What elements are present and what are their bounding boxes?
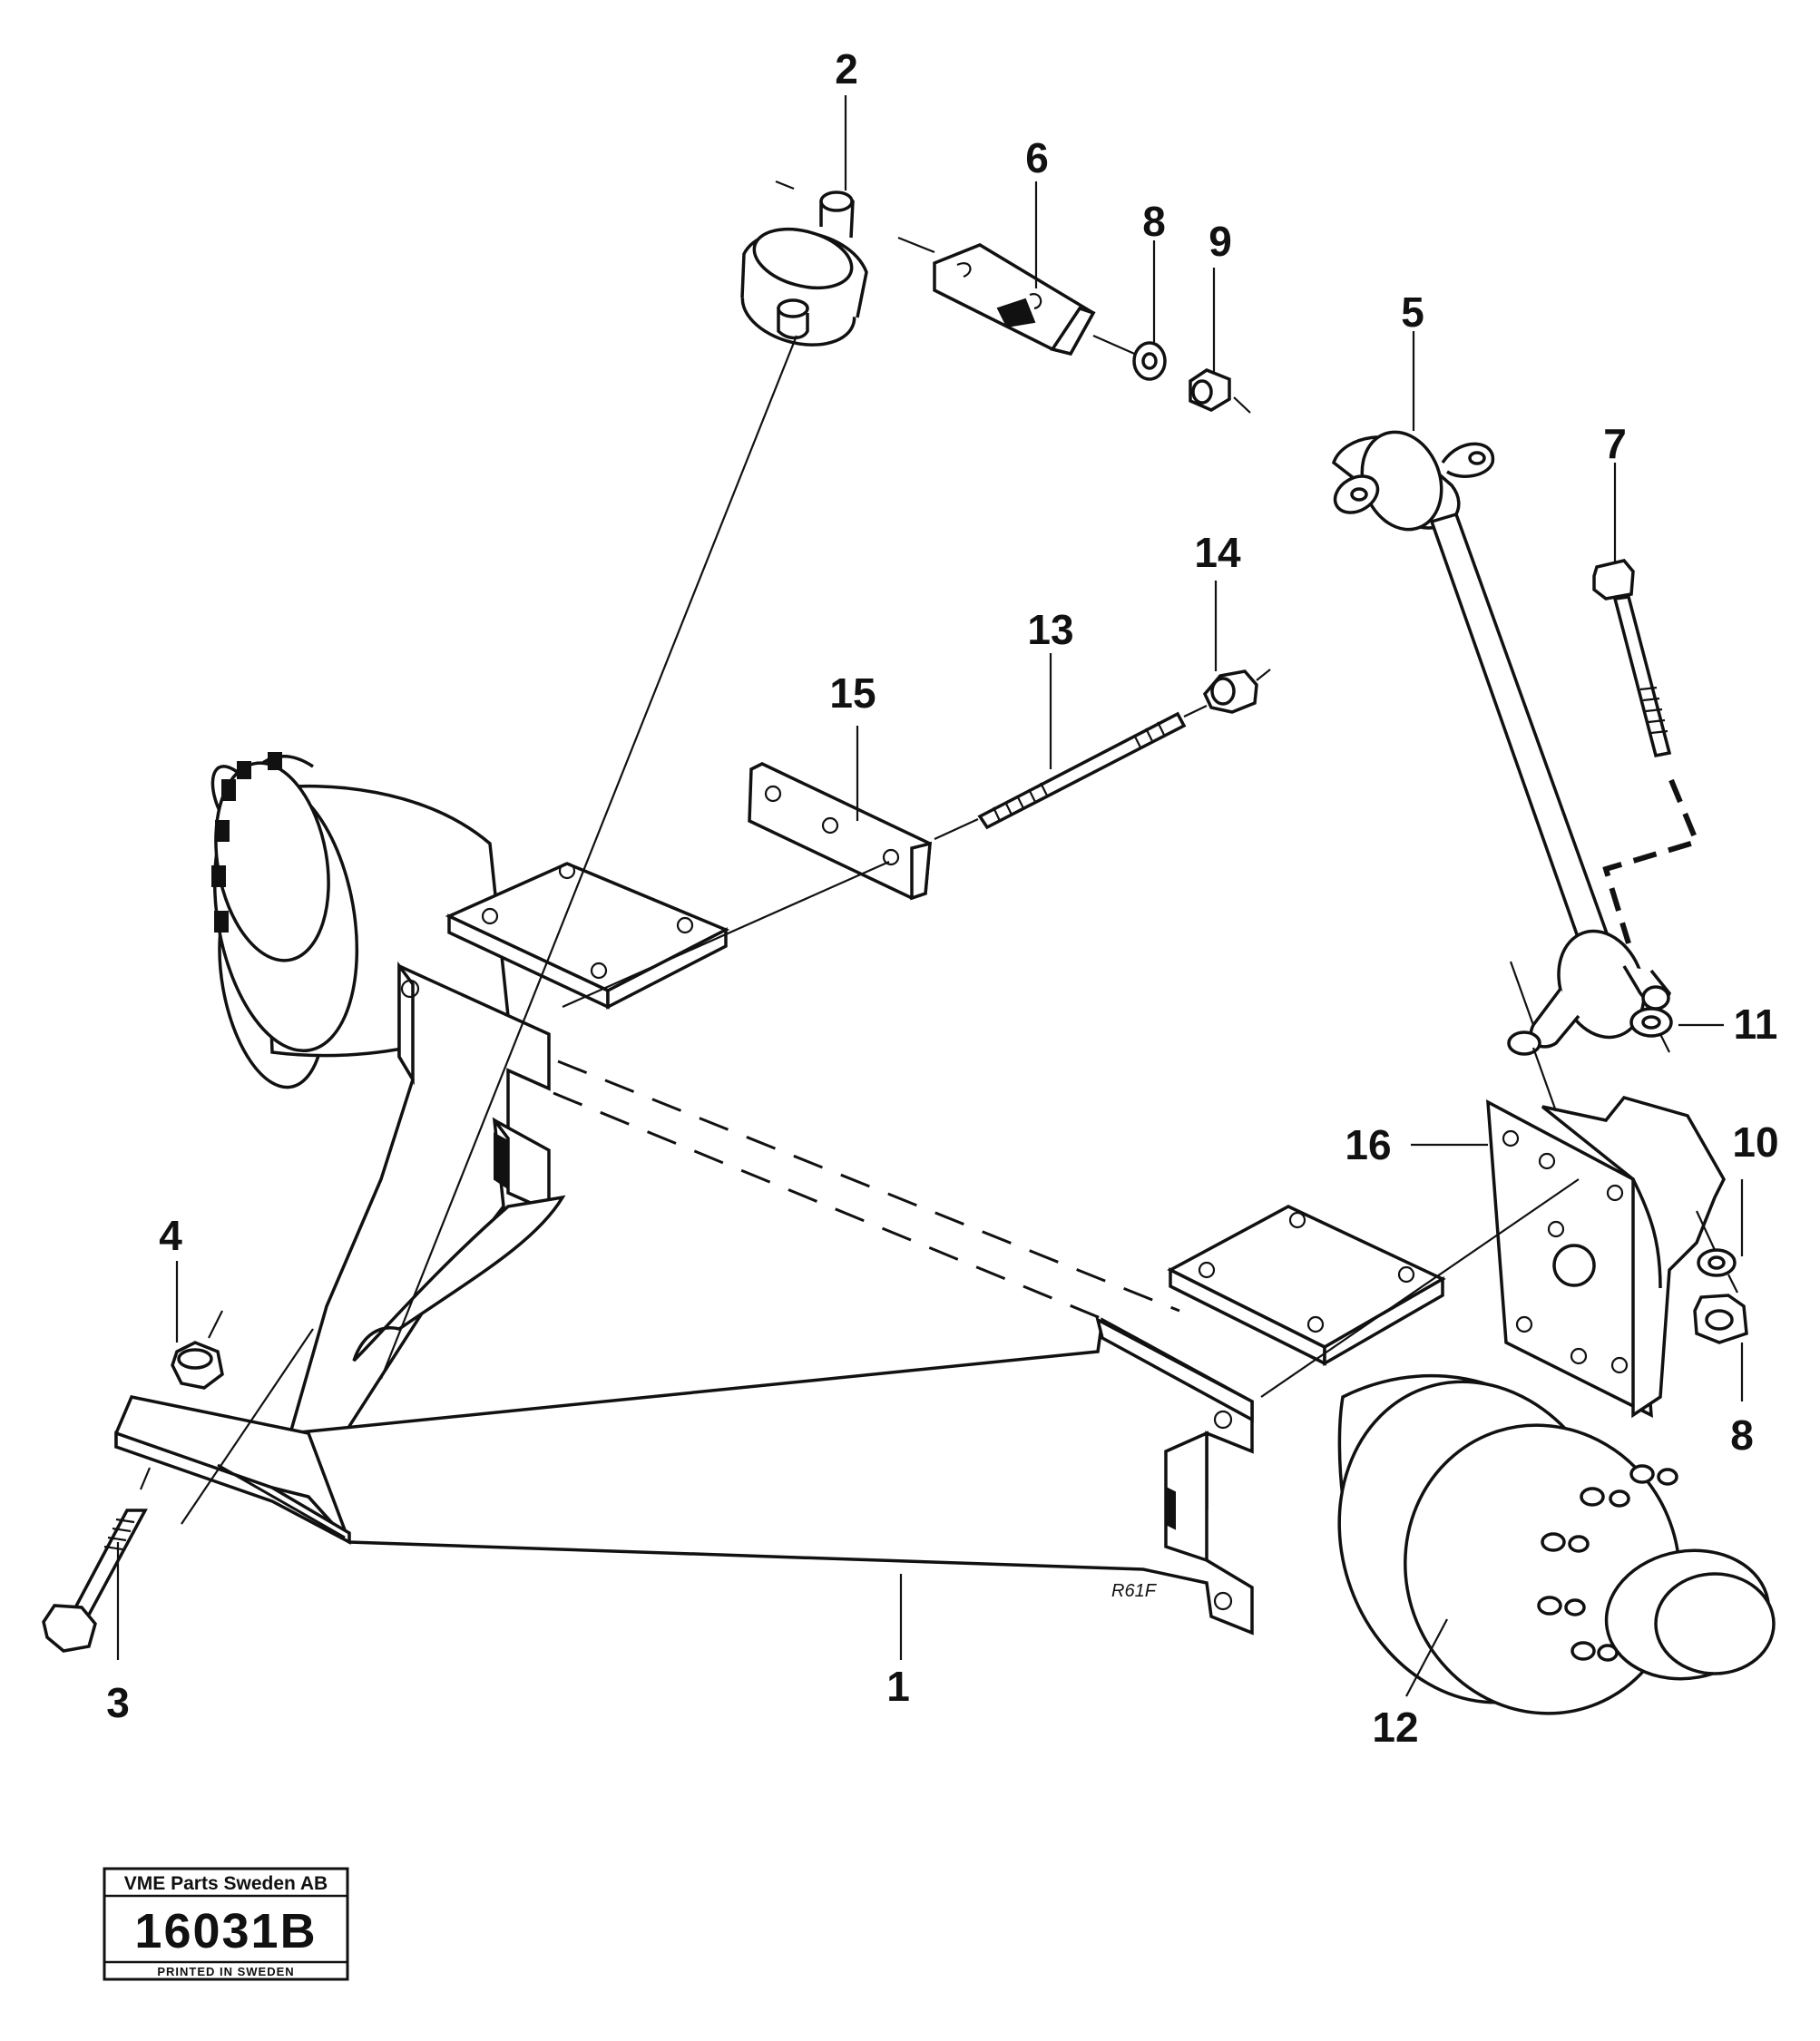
stamp-printed: PRINTED IN SWEDEN <box>157 1965 294 1978</box>
nut-4 <box>171 1341 224 1390</box>
axle-center-line-lower <box>553 1091 1117 1326</box>
callout-10: 10 <box>1732 1118 1778 1166</box>
nut-8-right <box>1693 1294 1748 1344</box>
callout-12: 12 <box>1372 1704 1418 1751</box>
nut-top <box>1189 368 1231 412</box>
nut-14 <box>1202 669 1258 714</box>
stamp-number: 16031B <box>134 1904 317 1958</box>
drawing-mark: R61F <box>1111 1581 1158 1601</box>
right-brake-drum-hub <box>1337 1373 1776 1715</box>
spacer-plate <box>748 762 932 901</box>
callout-7: 7 <box>1603 420 1627 467</box>
stamp-company: VME Parts Sweden AB <box>124 1873 328 1894</box>
washer-top <box>1132 341 1167 381</box>
callout-6: 6 <box>1025 134 1049 181</box>
callout-9: 9 <box>1208 218 1232 265</box>
callout-8-top: 8 <box>1142 198 1166 245</box>
callout-13: 13 <box>1027 606 1073 653</box>
callout-leaders <box>116 95 1744 1697</box>
callout-8-right: 8 <box>1730 1411 1754 1459</box>
washer-11 <box>1629 1007 1673 1038</box>
right-mounting-plate <box>1167 1205 1446 1367</box>
left-mounting-plate <box>445 862 730 1010</box>
axle-center-line <box>557 1060 1180 1313</box>
bolt-long <box>1592 559 1672 758</box>
leader-2-to-frame <box>379 335 798 1380</box>
callout-15: 15 <box>829 669 876 717</box>
part-number-stamp: VME Parts Sweden AB 16031B PRINTED IN SW… <box>103 1867 349 1981</box>
rubber-bushing <box>740 190 868 347</box>
callout-5: 5 <box>1401 288 1424 336</box>
left-brake-drum <box>210 752 510 1089</box>
washer-10 <box>1697 1248 1737 1277</box>
torque-rod <box>1331 430 1671 1056</box>
a-frame-axle-bracket <box>114 961 1254 1636</box>
callout-1: 1 <box>886 1663 910 1710</box>
callout-11: 11 <box>1734 1001 1778 1048</box>
callout-2: 2 <box>835 45 858 93</box>
callout-numbers: 1 2 3 4 5 6 7 8 8 9 10 11 12 13 14 15 16 <box>106 45 1778 1751</box>
callout-14: 14 <box>1194 529 1241 576</box>
torque-rod-bracket <box>1486 1095 1726 1419</box>
callout-4: 4 <box>159 1212 182 1259</box>
bolt-3 <box>42 1509 148 1653</box>
callout-3: 3 <box>106 1679 130 1726</box>
clamp-bracket <box>933 243 1096 356</box>
stud-bolt <box>977 711 1187 830</box>
callout-16: 16 <box>1345 1121 1391 1168</box>
